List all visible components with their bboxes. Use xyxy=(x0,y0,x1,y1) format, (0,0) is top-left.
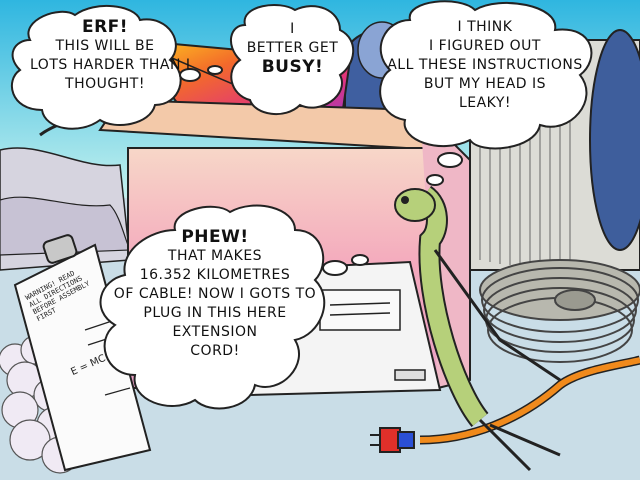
bubble-line: LOTS HARDER THAN I xyxy=(30,57,191,73)
bubble-erf xyxy=(10,4,223,130)
bubble-busy xyxy=(230,4,355,116)
bubble-line: THAT MAKES xyxy=(167,248,263,264)
bubble-line: THIS WILL BE xyxy=(55,38,155,54)
bubble-line: BETTER GET xyxy=(246,40,339,56)
bubble-exclaim: ERF! xyxy=(81,17,129,37)
bubble-line: I FIGURED OUT xyxy=(429,38,541,54)
bubble-line: 16.352 KILOMETRES xyxy=(139,267,291,283)
bubble-line: PLUG IN THIS HERE xyxy=(143,305,287,321)
bubble-line: LEAKY! xyxy=(458,95,512,111)
bubble-exclaim: PHEW! xyxy=(181,227,249,247)
bubble-line: OF CABLE! NOW I GOTS TO xyxy=(113,286,317,302)
extension-cord xyxy=(370,355,640,453)
bubble-phew-text: PHEW! THAT MAKES 16.352 KILOMETRES OF CA… xyxy=(110,228,320,361)
bubble-exclaim: BUSY! xyxy=(261,57,324,77)
coiled-cable xyxy=(479,259,640,363)
bubble-erf-text: ERF! THIS WILL BE LOTS HARDER THAN I THO… xyxy=(30,17,191,94)
bubble-line: EXTENSION xyxy=(172,324,258,340)
bubble-phew xyxy=(99,204,369,410)
clipboard xyxy=(13,234,152,472)
bubble-instructions xyxy=(379,0,593,186)
bubble-line: CORD! xyxy=(190,343,240,359)
bubble-line: BUT MY HEAD IS xyxy=(423,76,547,92)
bubble-line: I THINK xyxy=(457,19,513,35)
bubble-busy-text: I BETTER GET BUSY! xyxy=(245,20,340,77)
bubble-line: ALL THESE INSTRUCTIONS xyxy=(387,57,583,73)
bubble-instructions-text: I THINK I FIGURED OUT ALL THESE INSTRUCT… xyxy=(385,18,585,113)
mantis-character xyxy=(394,185,561,472)
bubble-line: I xyxy=(290,21,295,37)
bubble-line: THOUGHT! xyxy=(65,76,145,92)
